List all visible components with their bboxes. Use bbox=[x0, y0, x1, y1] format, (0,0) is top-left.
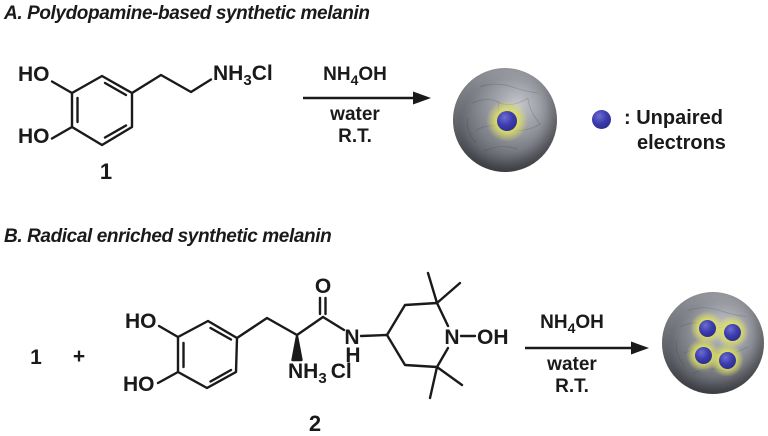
temperature-a-label: R.T. bbox=[338, 126, 372, 147]
double-bond-inner bbox=[209, 326, 233, 341]
methyl bbox=[428, 365, 439, 400]
hydroxyl-top-label: HO bbox=[18, 63, 50, 86]
reactant-1-reference: 1 bbox=[30, 346, 42, 369]
reaction-arrow-b bbox=[525, 341, 649, 355]
bond-to-ho-top bbox=[50, 80, 74, 95]
unpaired-electron-dot bbox=[718, 351, 736, 369]
amide-h-label: H bbox=[345, 344, 360, 367]
solvent-a-label: water bbox=[330, 104, 380, 125]
compound-2-number: 2 bbox=[309, 411, 321, 436]
double-bond-inner bbox=[103, 124, 128, 139]
bond-to-ho-bottom bbox=[156, 370, 180, 385]
benzene-ring bbox=[70, 74, 134, 147]
backbone-chain bbox=[235, 315, 325, 340]
plus-sign: + bbox=[72, 345, 86, 368]
double-bond-inner bbox=[209, 368, 233, 383]
amine-sub: 3 bbox=[243, 72, 251, 89]
benzene-ring bbox=[176, 319, 239, 390]
legend-text-line1: Unpaired bbox=[636, 107, 723, 129]
ammonium-main: NH bbox=[288, 360, 318, 383]
bond-co-to-n bbox=[321, 315, 346, 332]
legend-electron-dot bbox=[592, 110, 611, 129]
wedge-bond bbox=[291, 334, 303, 362]
reagent-tail: OH bbox=[358, 64, 387, 85]
compound-2-structure: HO HO O N H NH3 Cl N OH 2 bbox=[123, 271, 509, 436]
piperidine-n-label: N bbox=[444, 326, 459, 349]
legend: : Unpaired electrons bbox=[624, 106, 726, 156]
amide-n-label: N bbox=[344, 326, 359, 349]
reagent-a-label: NH4OH bbox=[285, 64, 425, 91]
reagent-b-label: NH4OH bbox=[502, 312, 642, 339]
bond-to-ho-top bbox=[157, 324, 180, 339]
compound-1-number: 1 bbox=[100, 159, 112, 184]
melanin-particle-a bbox=[453, 68, 557, 172]
reagent-main: NH bbox=[323, 64, 351, 85]
hydroxyl-bottom-label: HO bbox=[18, 125, 50, 148]
hydroxyl-bottom-label: HO bbox=[123, 373, 155, 396]
arrow-head bbox=[631, 341, 649, 355]
reagent-tail: OH bbox=[575, 312, 604, 333]
hydroxyl-top-label: HO bbox=[125, 310, 157, 333]
amine-main: NH bbox=[213, 62, 243, 85]
ethylamine-chain bbox=[130, 73, 213, 95]
bond-to-ho-bottom bbox=[50, 125, 74, 140]
carbonyl-oxygen-label: O bbox=[315, 275, 331, 298]
ammonium-sub: 3 bbox=[318, 370, 326, 387]
methyl bbox=[426, 271, 439, 305]
methyl bbox=[435, 281, 462, 305]
hydroxylamine-label: OH bbox=[477, 326, 509, 349]
section-a-title: A. Polydopamine-based synthetic melanin bbox=[4, 3, 370, 24]
reagent-main: NH bbox=[540, 312, 568, 333]
bond-n-to-piperidine bbox=[359, 333, 389, 338]
legend-line-2: electrons bbox=[637, 132, 726, 154]
legend-line-1: : Unpaired bbox=[624, 106, 726, 131]
unpaired-electron-dot bbox=[497, 111, 517, 131]
ammonium-chloride-label: NH3 Cl bbox=[288, 360, 352, 387]
piperidine-bottom bbox=[385, 333, 450, 369]
amine-counterion: Cl bbox=[252, 62, 273, 85]
unpaired-electron-dot bbox=[694, 346, 712, 364]
compound-2-bonds bbox=[156, 271, 477, 400]
solvent-b-label: water bbox=[547, 354, 597, 375]
arrow-head bbox=[413, 91, 431, 105]
legend-colon: : bbox=[624, 107, 631, 129]
temperature-b-label: R.T. bbox=[555, 376, 589, 397]
ammonium-chloride-label: NH3Cl bbox=[213, 62, 273, 89]
unpaired-electron-dot bbox=[723, 323, 741, 341]
piperidine-top bbox=[385, 301, 450, 337]
compound-1-bonds bbox=[50, 73, 213, 147]
methyl bbox=[435, 365, 464, 387]
reagent-sub: 4 bbox=[567, 319, 576, 336]
double-bond-inner bbox=[103, 81, 128, 97]
compound-1-structure: HO HO NH3Cl 1 bbox=[18, 62, 273, 184]
reagent-sub: 4 bbox=[350, 71, 359, 88]
reaction-arrow-a bbox=[303, 91, 431, 105]
melanin-particle-b bbox=[662, 292, 764, 394]
ammonium-counterion: Cl bbox=[331, 360, 352, 383]
unpaired-electron-dot bbox=[698, 319, 716, 337]
section-b-title: B. Radical enriched synthetic melanin bbox=[4, 226, 332, 247]
